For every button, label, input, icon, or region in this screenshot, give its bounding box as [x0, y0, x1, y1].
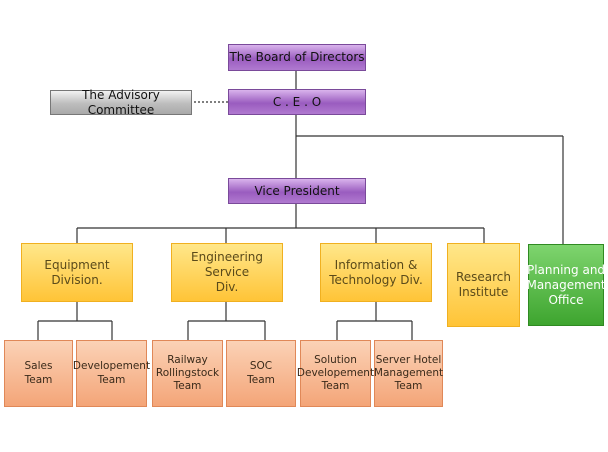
- research-institute-node: Research Institute: [447, 243, 520, 327]
- board-of-directors-node: The Board of Directors: [228, 44, 366, 71]
- solution-development-team-node: Solution Developement Team: [297, 340, 374, 407]
- server-hotel-management-team-node: Server Hotel Management Team: [374, 340, 443, 407]
- sales-team-node: Sales Team: [4, 340, 73, 407]
- vice-president-node: Vice President: [228, 178, 366, 204]
- ceo-node: C . E . O: [228, 89, 366, 115]
- soc-team-node: SOC Team: [226, 340, 296, 407]
- development-team-node: Developement Team: [73, 340, 150, 407]
- engineering-service-division-node: Engineering Service Div.: [171, 243, 283, 302]
- advisory-committee-node: The Advisory Committee: [50, 88, 192, 117]
- railway-rollingstock-team-node: Railway Rollingstock Team: [152, 340, 223, 407]
- information-technology-division-node: Information & Technology Div.: [320, 243, 432, 302]
- equipment-division-node: Equipment Division.: [21, 243, 133, 302]
- planning-management-office-node: Planning and Management Office: [526, 244, 606, 326]
